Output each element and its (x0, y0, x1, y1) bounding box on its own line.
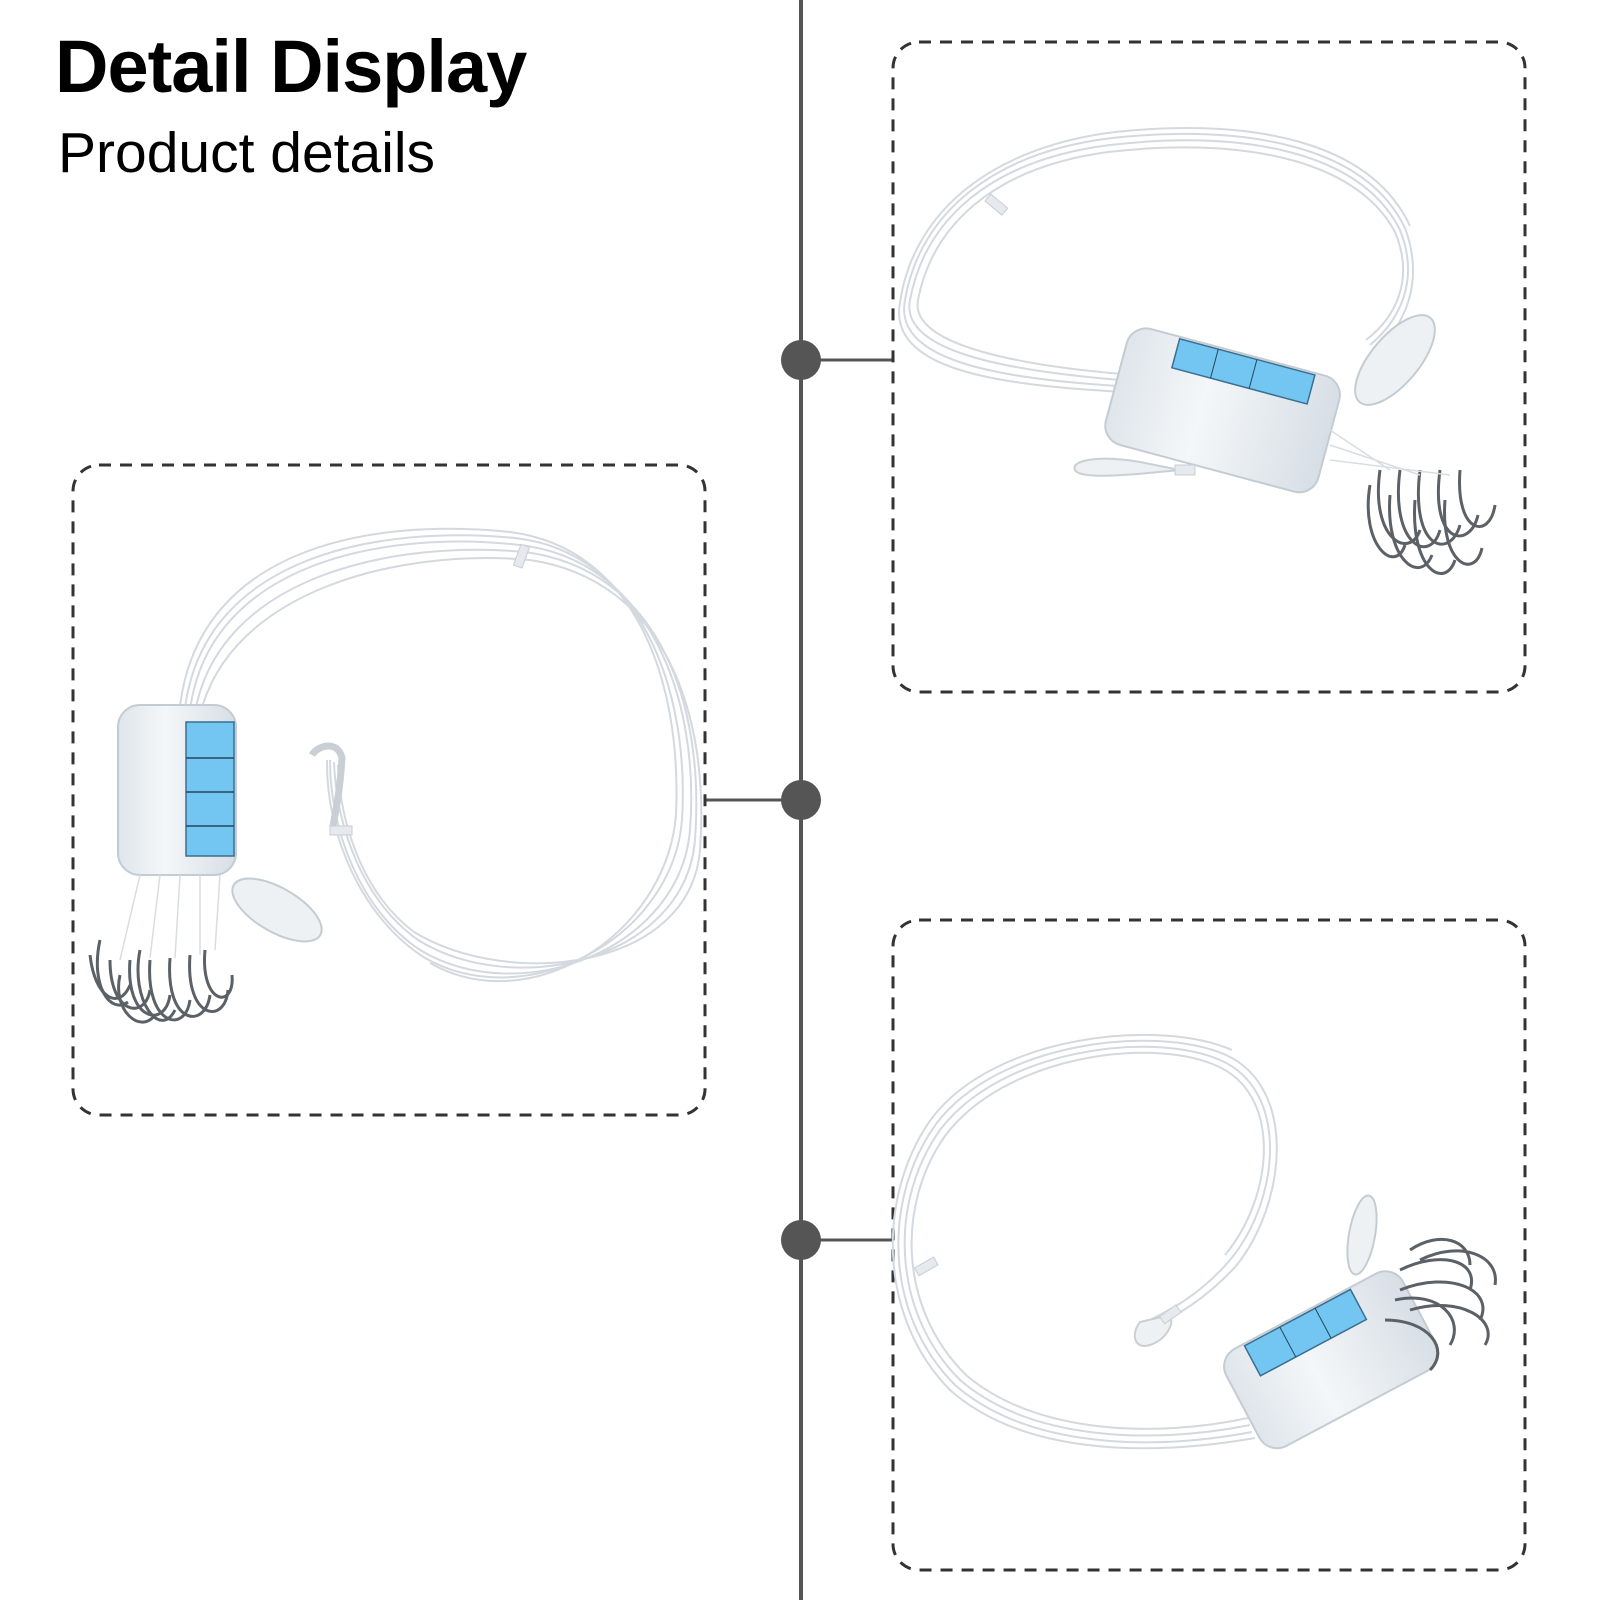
product-photo-top-right (898, 127, 1497, 575)
page-title: Detail Display (55, 25, 527, 108)
page-subtitle: Product details (58, 121, 436, 185)
panel-left (71, 463, 707, 1117)
product-photo-left (88, 527, 703, 1024)
panel-top-right (891, 40, 1527, 694)
timeline-node-top (781, 340, 821, 380)
panel-bottom-right (891, 918, 1527, 1572)
product-photo-bottom-right (891, 1033, 1497, 1450)
timeline-node-middle (781, 780, 821, 820)
timeline-node-bottom (781, 1220, 821, 1260)
